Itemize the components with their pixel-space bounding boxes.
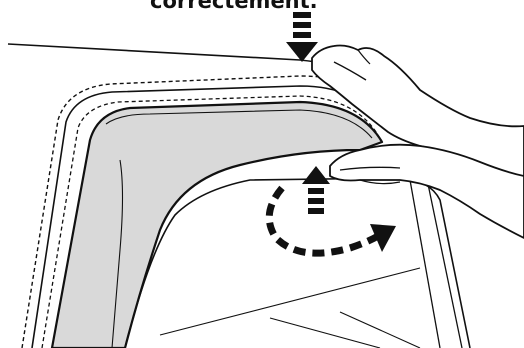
glass-reflection-1 xyxy=(160,268,420,335)
window-pillar-left xyxy=(410,180,440,348)
arrow-up-icon xyxy=(302,166,330,214)
arrow-down-icon xyxy=(286,12,318,62)
curved-arrow-rotate-icon xyxy=(269,188,396,253)
window-pillar-right xyxy=(428,184,462,348)
glass-reflection-3 xyxy=(340,312,420,348)
window-inner-frame xyxy=(125,178,470,348)
gray-deflector-panel xyxy=(52,102,382,348)
